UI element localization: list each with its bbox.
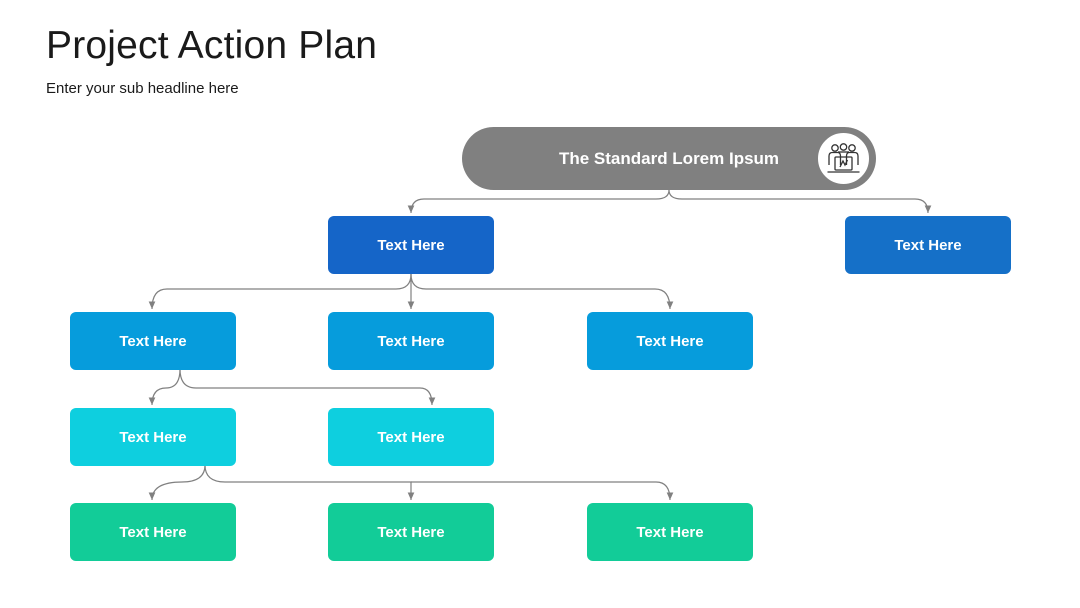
node-level4-a[interactable]: Text Here [70, 503, 236, 561]
root-node[interactable]: The Standard Lorem Ipsum [462, 127, 876, 190]
node-level2-a[interactable]: Text Here [70, 312, 236, 370]
node-level1-right[interactable]: Text Here [845, 216, 1011, 274]
connector-l2a-l3a [148, 368, 181, 406]
connector-l1-l2a [148, 273, 412, 310]
connector-l2a-l3b [179, 368, 436, 406]
team-presentation-icon [827, 143, 860, 173]
node-level2-b[interactable]: Text Here [328, 312, 494, 370]
connector-root-l1-right [668, 189, 932, 214]
connector-l3a-l4a [148, 464, 206, 501]
connector-root-l1-left [407, 189, 670, 214]
node-level4-c[interactable]: Text Here [587, 503, 753, 561]
slide-title: Project Action Plan [46, 24, 378, 67]
connector-l3a-l4b [204, 464, 415, 500]
slide-subtitle: Enter your sub headline here [46, 80, 239, 97]
node-level3-a[interactable]: Text Here [70, 408, 236, 466]
node-level4-b[interactable]: Text Here [328, 503, 494, 561]
node-level3-b[interactable]: Text Here [328, 408, 494, 466]
node-level2-c[interactable]: Text Here [587, 312, 753, 370]
connector-l3a-l4c [411, 481, 674, 501]
root-icon-badge [815, 130, 872, 187]
node-level1-left[interactable]: Text Here [328, 216, 494, 274]
connector-l1-l2c [410, 273, 674, 310]
root-node-label: The Standard Lorem Ipsum [558, 149, 780, 168]
